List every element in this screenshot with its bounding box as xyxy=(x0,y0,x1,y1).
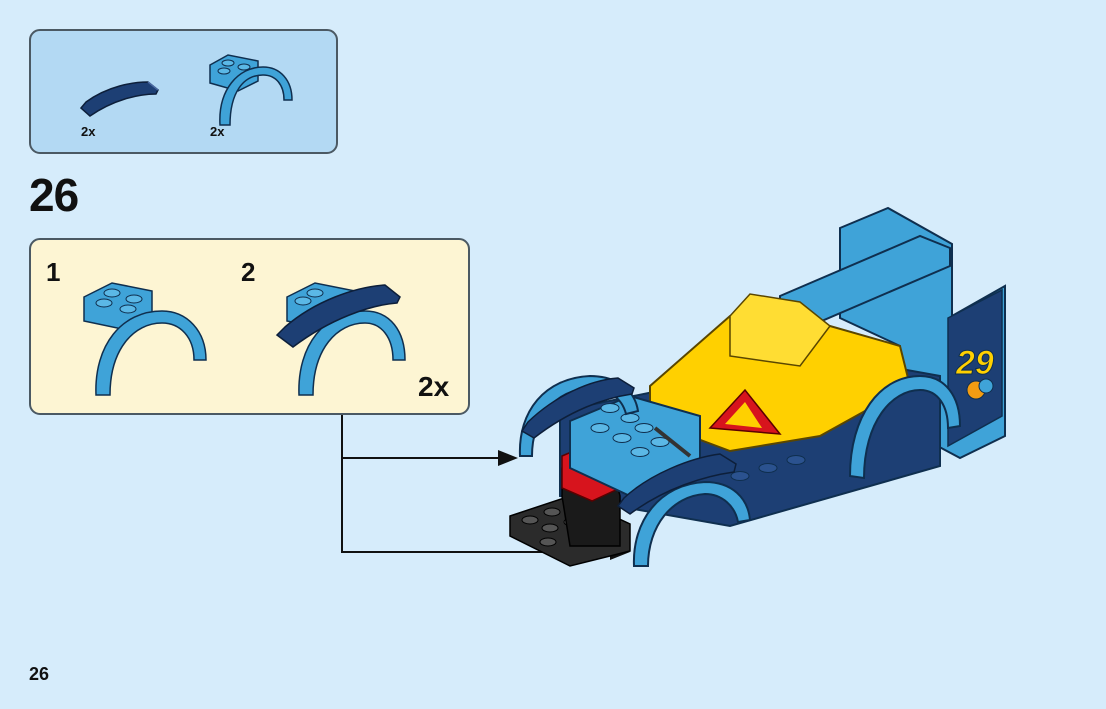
page-number: 26 xyxy=(29,664,49,685)
race-car-model-icon: 29 xyxy=(500,206,1010,571)
car-decal-number: 29 xyxy=(955,344,994,382)
